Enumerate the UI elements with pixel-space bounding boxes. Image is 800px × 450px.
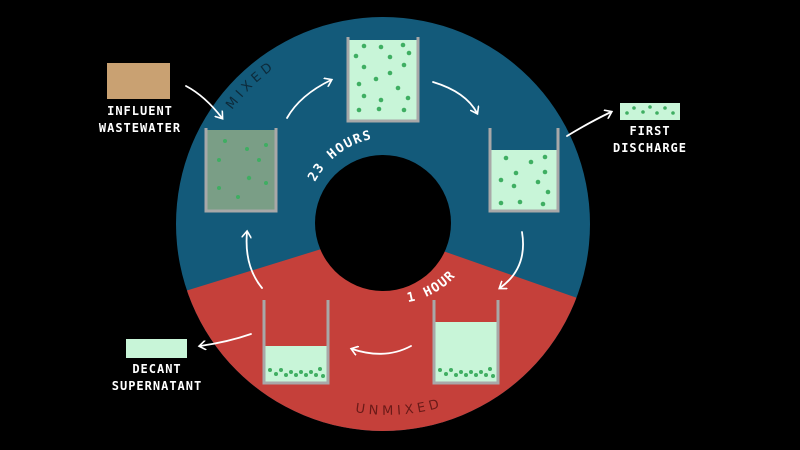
- decant-label: DECANT SUPERNATANT: [102, 361, 212, 395]
- first-discharge-line2: DISCHARGE: [612, 141, 688, 155]
- first-discharge-swatch: [620, 103, 680, 120]
- arrow-settle-to-decant: [352, 345, 412, 354]
- tank-fill: [204, 128, 278, 213]
- tank-settle: [432, 300, 500, 385]
- arrow-decant-to-fill: [247, 232, 263, 289]
- decant-line2: SUPERNATANT: [111, 379, 203, 393]
- first-discharge-line1: FIRST: [629, 124, 671, 138]
- decant-swatch: [126, 339, 187, 358]
- influent-line1: INFLUENT: [107, 104, 173, 118]
- arrow-first-discharge-out: [566, 112, 611, 137]
- influent-label: INFLUENT WASTEWATER: [95, 103, 185, 137]
- first-discharge-label: FIRST DISCHARGE: [605, 123, 695, 157]
- influent-line2: WASTEWATER: [98, 121, 182, 135]
- tank-decant: [262, 300, 330, 385]
- arrow-discharge-to-settle: [500, 231, 524, 288]
- influent-swatch: [107, 63, 170, 99]
- arrow-decant-out: [200, 333, 252, 346]
- ring-hole: [315, 155, 451, 291]
- tank-first-discharge: [488, 128, 560, 213]
- arrow-fill-to-react: [286, 80, 331, 119]
- arrow-react-to-discharge: [432, 81, 477, 113]
- decant-line1: DECANT: [132, 362, 182, 376]
- tank-react: [346, 37, 420, 123]
- arrow-influent-in: [185, 85, 222, 118]
